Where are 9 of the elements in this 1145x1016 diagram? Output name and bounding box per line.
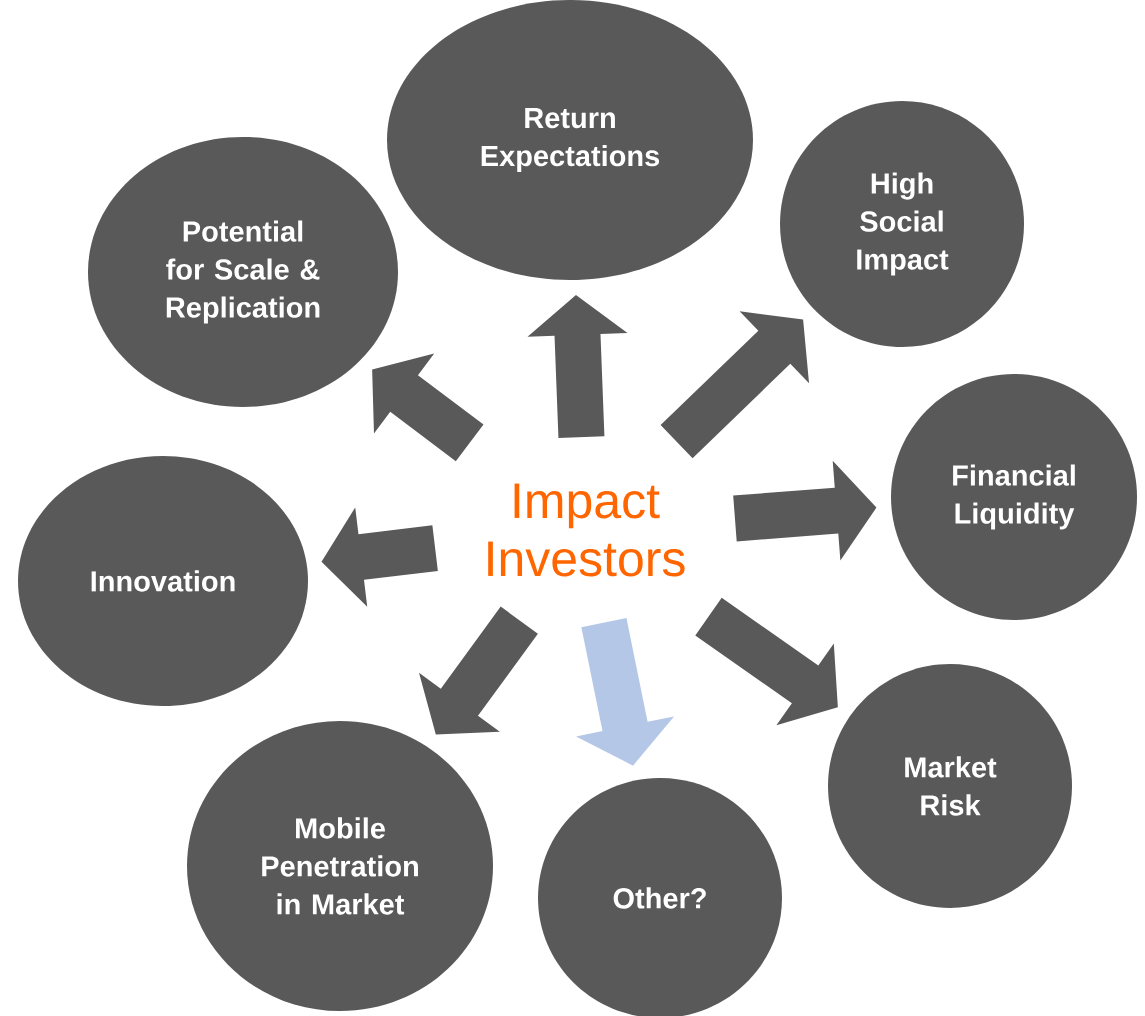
block-arrow [321, 507, 438, 607]
block-arrow [372, 353, 484, 462]
block-arrow [527, 294, 628, 438]
center-label: Impact Investors [488, 483, 685, 577]
block-arrow [576, 618, 675, 766]
block-arrow [733, 460, 877, 561]
block-arrow [419, 606, 538, 735]
block-arrow [660, 311, 810, 459]
block-arrow [695, 597, 838, 726]
